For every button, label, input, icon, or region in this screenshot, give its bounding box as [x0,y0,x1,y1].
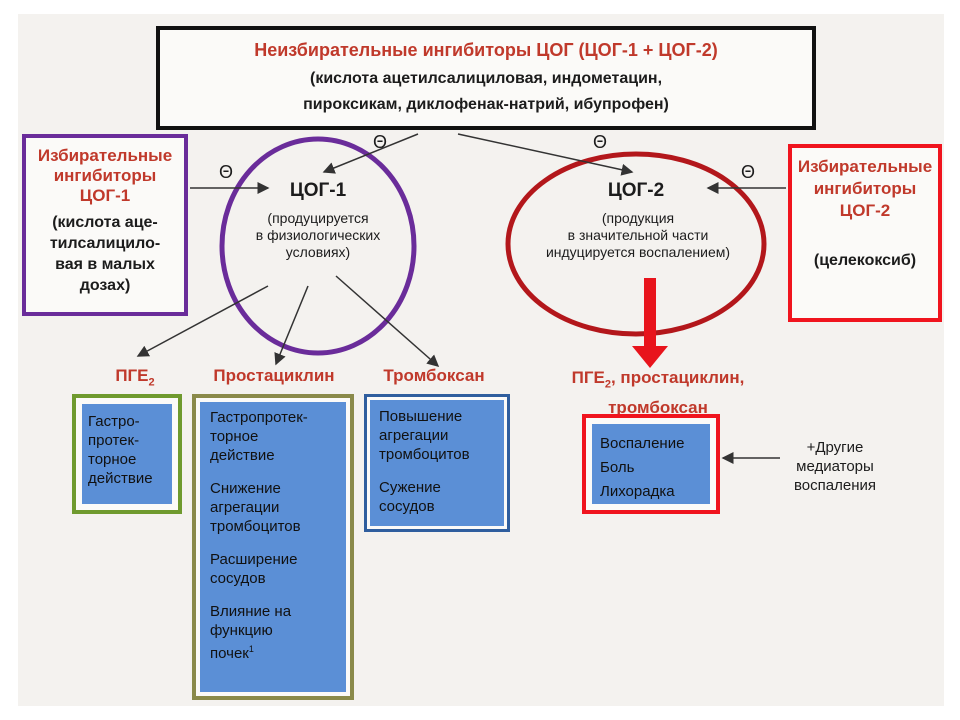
cox2-circle [505,151,767,337]
arrow-top-to-cox2 [457,133,634,176]
cox2-selective-detail: (целекоксиб) [813,252,917,269]
arrow-cox1-to-pge2 [136,285,269,357]
diagram-canvas: Θ Θ Θ Θ Неизбирательные ингибиторы ЦОГ (… [18,14,944,706]
cox1-selective-title: Избирательные ингибиторы ЦОГ-1 [37,146,173,205]
inflammation-effects-text: Воспаление Боль Лихорадка [600,435,685,500]
prostacyclin-label: Простациклин [213,366,335,385]
pge2-label: ПГЕ2 [115,366,155,389]
inhibit-symbol-cox2-right: Θ [740,162,755,182]
arrow-top-to-cox1 [322,133,419,174]
inhibit-symbol-cox1-top: Θ [372,132,387,152]
cox2-red-arrow-head [632,346,668,368]
arrow-cox1-to-thromboxane [335,275,440,367]
cox1-selective-inhibitors-box: Избирательные ингибиторы ЦОГ-1 (кислота … [22,134,188,316]
thromboxane-label: Тромбоксан [383,366,485,385]
nonselective-inhibitors-line1: (кислота ацетилсалициловая, индометацин, [309,70,663,87]
thromboxane-effects-box: Повышение агрегации тромбоцитов Сужение … [364,394,510,532]
other-mediators-label: +Другие медиаторы воспаления [794,439,876,494]
nonselective-inhibitors-line2: пироксикам, диклофенак-натрий, ибупрофен… [303,96,669,113]
inhibit-symbol-cox2-top: Θ [592,132,607,152]
cox1-detail: (продуцируется в физиологических условия… [255,210,381,260]
arrow-cox1-to-prostacyclin [274,285,309,366]
pge2-effects-box: Гастро- протек- торное действие [72,394,182,514]
cox1-circle [219,136,417,356]
inhibit-symbol-cox1-left: Θ [218,162,233,182]
prostacyclin-effects-box: Гастропротек- торное действие Снижение а… [192,394,354,700]
nonselective-inhibitors-title: Неизбирательные ингибиторы ЦОГ (ЦОГ-1 + … [254,40,718,60]
cox2-selective-title: Избирательные ингибиторы ЦОГ-2 [797,157,933,220]
cox1-selective-detail: (кислота аце- тилсалицило- вая в малых д… [49,214,161,294]
nonselective-inhibitors-box: Неизбирательные ингибиторы ЦОГ (ЦОГ-1 + … [156,26,816,130]
cox2-detail: (продукция в значительной части индуциру… [545,210,731,260]
prostacyclin-effects-text: Гастропротек- торное действие Снижение а… [210,409,308,662]
cox2-selective-inhibitors-box: Избирательные ингибиторы ЦОГ-2 (целекокс… [788,144,942,322]
cox2-products-label: ПГЕ2, простациклин, тромбоксан [571,368,745,418]
cox2-red-arrow-shaft [644,278,656,350]
inflammation-effects-box: Воспаление Боль Лихорадка [582,414,720,514]
thromboxane-effects-text: Повышение агрегации тромбоцитов Сужение … [379,408,470,515]
cox1-name: ЦОГ-1 [289,180,347,201]
cox2-name: ЦОГ-2 [607,180,665,201]
pge2-effects-text: Гастро- протек- торное действие [88,413,153,487]
diagram-connectors [136,133,786,464]
